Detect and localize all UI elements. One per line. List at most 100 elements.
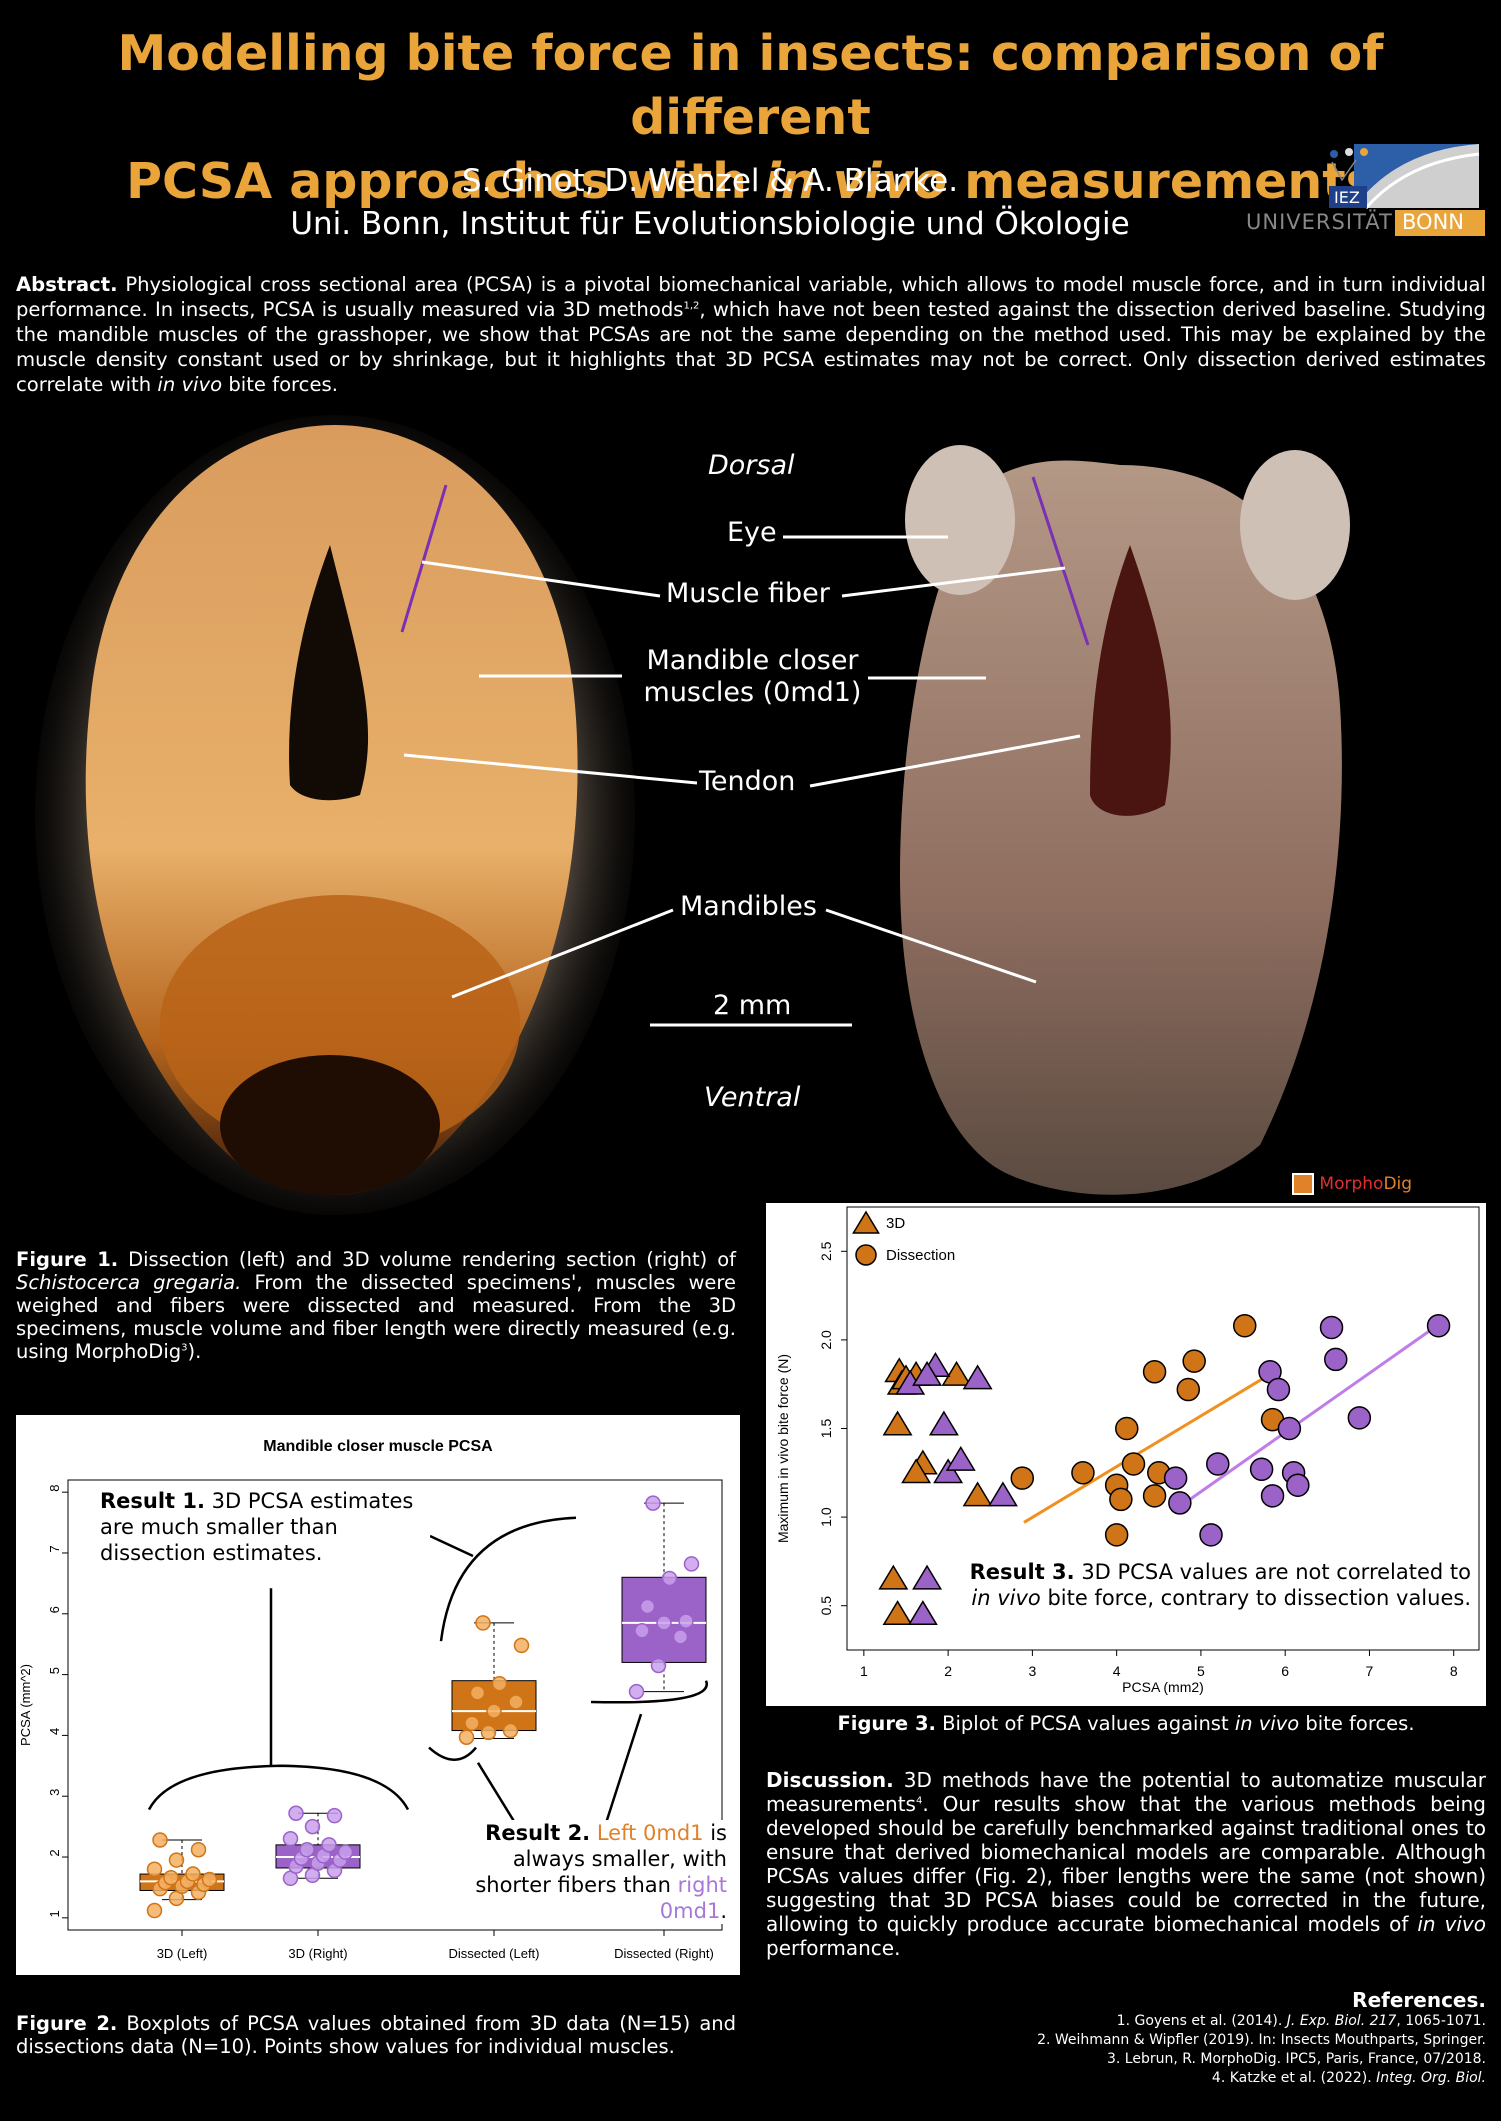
- y-tick-label: 8: [47, 1485, 62, 1492]
- title-line-1: Modelling bite force in insects: compari…: [117, 25, 1384, 146]
- y-tick-label: 2: [47, 1849, 62, 1856]
- triangle-point: [945, 1445, 976, 1471]
- reference-3: 3. Lebrun, R. MorphoDig. IPC5, Paris, Fr…: [1106, 2051, 1486, 2067]
- x-tick-label: 2: [944, 1663, 952, 1679]
- data-point: [486, 1703, 502, 1719]
- y-tick-label: 0.5: [818, 1596, 834, 1616]
- triangle-point: [912, 1360, 943, 1386]
- circle-point: [1249, 1457, 1274, 1482]
- poster-title: Modelling bite force in insects: compari…: [0, 22, 1501, 214]
- triangle-point: [907, 1600, 938, 1626]
- trend-line-purple: [1178, 1324, 1438, 1508]
- legend-3d: 3D: [886, 1215, 905, 1232]
- triangle-point: [987, 1481, 1018, 1507]
- triangle-point: [962, 1364, 993, 1390]
- label-dorsal: Dorsal: [708, 450, 795, 481]
- data-point: [146, 1902, 163, 1919]
- x-axis-label: PCSA (mm2): [1122, 1679, 1204, 1695]
- render-eye-left: [905, 445, 1015, 595]
- data-point: [304, 1818, 321, 1835]
- data-point: [458, 1729, 475, 1745]
- affiliation: Uni. Bonn, Institut für Evolutionsbiolog…: [290, 206, 1130, 242]
- x-tick-label: 8: [1450, 1663, 1458, 1679]
- data-point: [326, 1807, 343, 1824]
- data-point: [469, 1685, 486, 1701]
- circle-point: [1286, 1473, 1310, 1497]
- result1-brace-3d: [147, 1764, 410, 1811]
- y-tick-label: 1.0: [818, 1507, 834, 1527]
- figure1-images: [35, 415, 1350, 1215]
- morphodig-icon: [1292, 1173, 1314, 1195]
- x-tick-label: 3D (Left): [157, 1946, 208, 1961]
- render-cavity: [1090, 545, 1171, 816]
- circle-point: [1347, 1406, 1372, 1430]
- result1-pointer-2: [429, 1534, 474, 1558]
- data-point: [146, 1861, 163, 1877]
- boxplot-chart: Mandible closer muscle PCSA12345678PCSA …: [18, 1438, 723, 1961]
- data-point: [480, 1724, 497, 1741]
- label-scale: 2 mm: [713, 990, 792, 1021]
- data-point: [475, 1615, 491, 1631]
- x-tick-label: Dissected (Right): [614, 1946, 714, 1961]
- data-point: [502, 1722, 519, 1739]
- y-tick-label: 3: [47, 1789, 62, 1796]
- triangle-point: [941, 1360, 972, 1386]
- data-point: [282, 1831, 299, 1847]
- y-axis-label: PCSA (mm^2): [18, 1664, 33, 1746]
- triangle-point: [912, 1564, 943, 1590]
- data-point: [163, 1869, 179, 1886]
- triangle-point: [928, 1410, 959, 1436]
- result2-text: Result 2. Left 0md1 is always smaller, w…: [471, 1820, 727, 1924]
- data-point: [683, 1556, 700, 1572]
- references: References. 1. Goyens et al. (2014). J. …: [866, 1988, 1486, 2088]
- trend-line-orange: [1023, 1374, 1270, 1524]
- y-tick-label: 2.5: [818, 1241, 834, 1261]
- x-tick-label: 6: [1281, 1663, 1289, 1679]
- data-point: [288, 1805, 304, 1821]
- result2-brace-right: [590, 1680, 708, 1704]
- logo-universitaet: UNIVERSITÄT: [1246, 210, 1393, 234]
- data-point: [508, 1694, 524, 1710]
- legend-triangle-icon: [852, 1210, 880, 1234]
- reference-4: 4. Katzke et al. (2022). Integ. Org. Bio…: [1211, 2070, 1486, 2086]
- circle-point: [1115, 1416, 1139, 1441]
- circle-point: [1232, 1313, 1257, 1338]
- abstract: Abstract. Physiological cross sectional …: [16, 273, 1486, 396]
- logo-graphic: [1329, 144, 1485, 236]
- result3-text: Result 3. 3D PCSA values are not correla…: [969, 1560, 1471, 1610]
- data-point: [337, 1844, 354, 1860]
- x-tick-label: Dissected (Left): [448, 1946, 539, 1961]
- data-point: [168, 1852, 185, 1868]
- university-logo: IEZ UNIVERSITÄT BONN: [1246, 142, 1486, 238]
- data-point: [639, 1598, 656, 1615]
- triangle-point: [901, 1458, 932, 1484]
- circle-point: [1176, 1377, 1201, 1402]
- y-tick-label: 6: [47, 1606, 62, 1613]
- circle-point: [1182, 1349, 1206, 1373]
- x-tick-label: 4: [1113, 1663, 1121, 1679]
- y-tick-label: 7: [47, 1545, 62, 1552]
- logo-badge: IEZ: [1334, 188, 1360, 207]
- data-point: [650, 1657, 667, 1674]
- triangle-point: [933, 1458, 964, 1484]
- data-point: [656, 1615, 672, 1631]
- y-axis-label: Maximum in vivo bite force (N): [775, 1354, 791, 1543]
- circle-point: [1323, 1347, 1348, 1372]
- y-tick-label: 1: [47, 1910, 62, 1917]
- data-point: [634, 1623, 650, 1639]
- y-tick-label: 2.0: [818, 1330, 834, 1350]
- y-tick-label: 4: [47, 1728, 62, 1735]
- data-point: [645, 1495, 661, 1511]
- triangle-point: [878, 1564, 909, 1590]
- label-eye: Eye: [727, 517, 777, 548]
- y-tick-label: 5: [47, 1667, 62, 1674]
- label-tendon: Tendon: [699, 766, 796, 797]
- references-heading: References.: [1352, 1988, 1486, 2012]
- render-eye-right: [1240, 450, 1350, 600]
- x-tick-label: 5: [1197, 1663, 1205, 1679]
- data-point: [678, 1613, 694, 1629]
- figure2-caption: Figure 2. Boxplots of PCSA values obtain…: [16, 2012, 737, 2058]
